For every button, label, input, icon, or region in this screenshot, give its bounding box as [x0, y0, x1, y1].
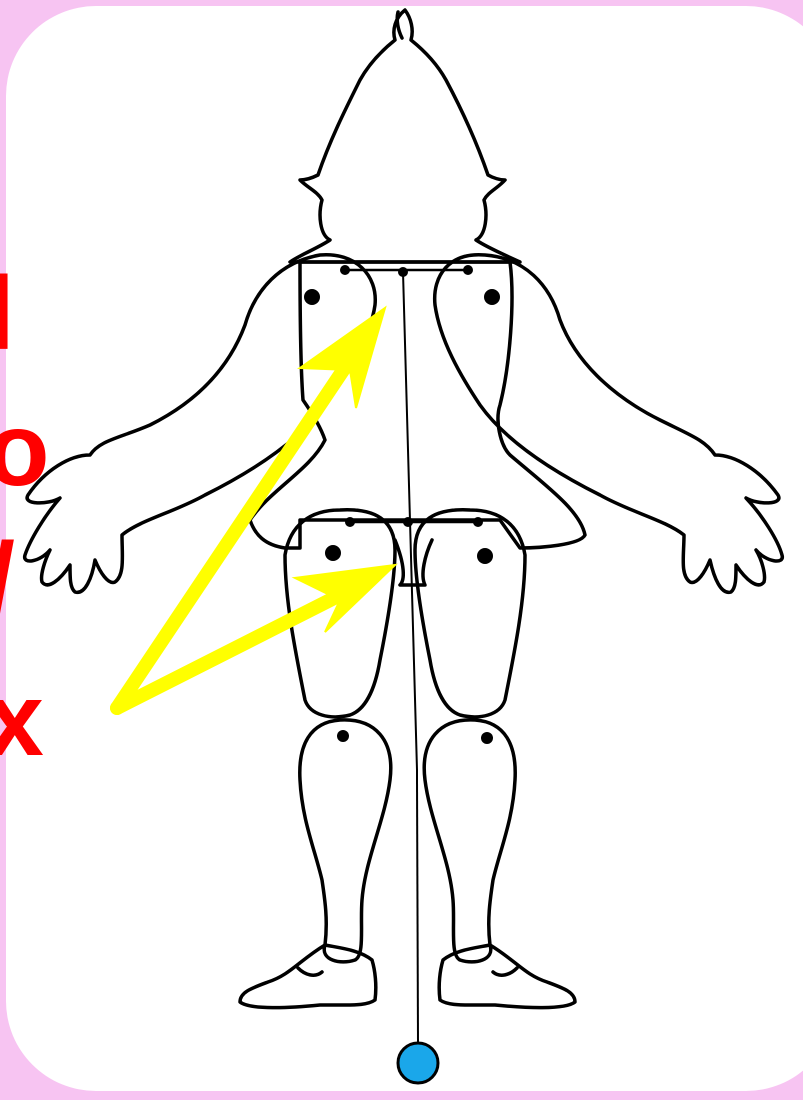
- right-shoe: [439, 945, 575, 1008]
- puppet-torso: [250, 262, 585, 548]
- right-shin: [424, 720, 515, 962]
- left-shoe: [240, 945, 376, 1008]
- right-shoe-lace: [493, 968, 517, 975]
- puppet-head: [290, 10, 520, 262]
- arrow-head-hip-icon: [295, 565, 395, 632]
- pull-ring: [398, 1043, 438, 1083]
- left-shin: [300, 720, 391, 962]
- yellow-arrows: [117, 308, 395, 708]
- left-shoe-lace: [298, 968, 322, 975]
- right-arm: [435, 255, 783, 593]
- arrow-head-shoulder-icon: [300, 308, 385, 408]
- left-arm: [25, 255, 376, 593]
- pull-ring-string: [417, 780, 418, 1043]
- joint-dots: [304, 265, 500, 744]
